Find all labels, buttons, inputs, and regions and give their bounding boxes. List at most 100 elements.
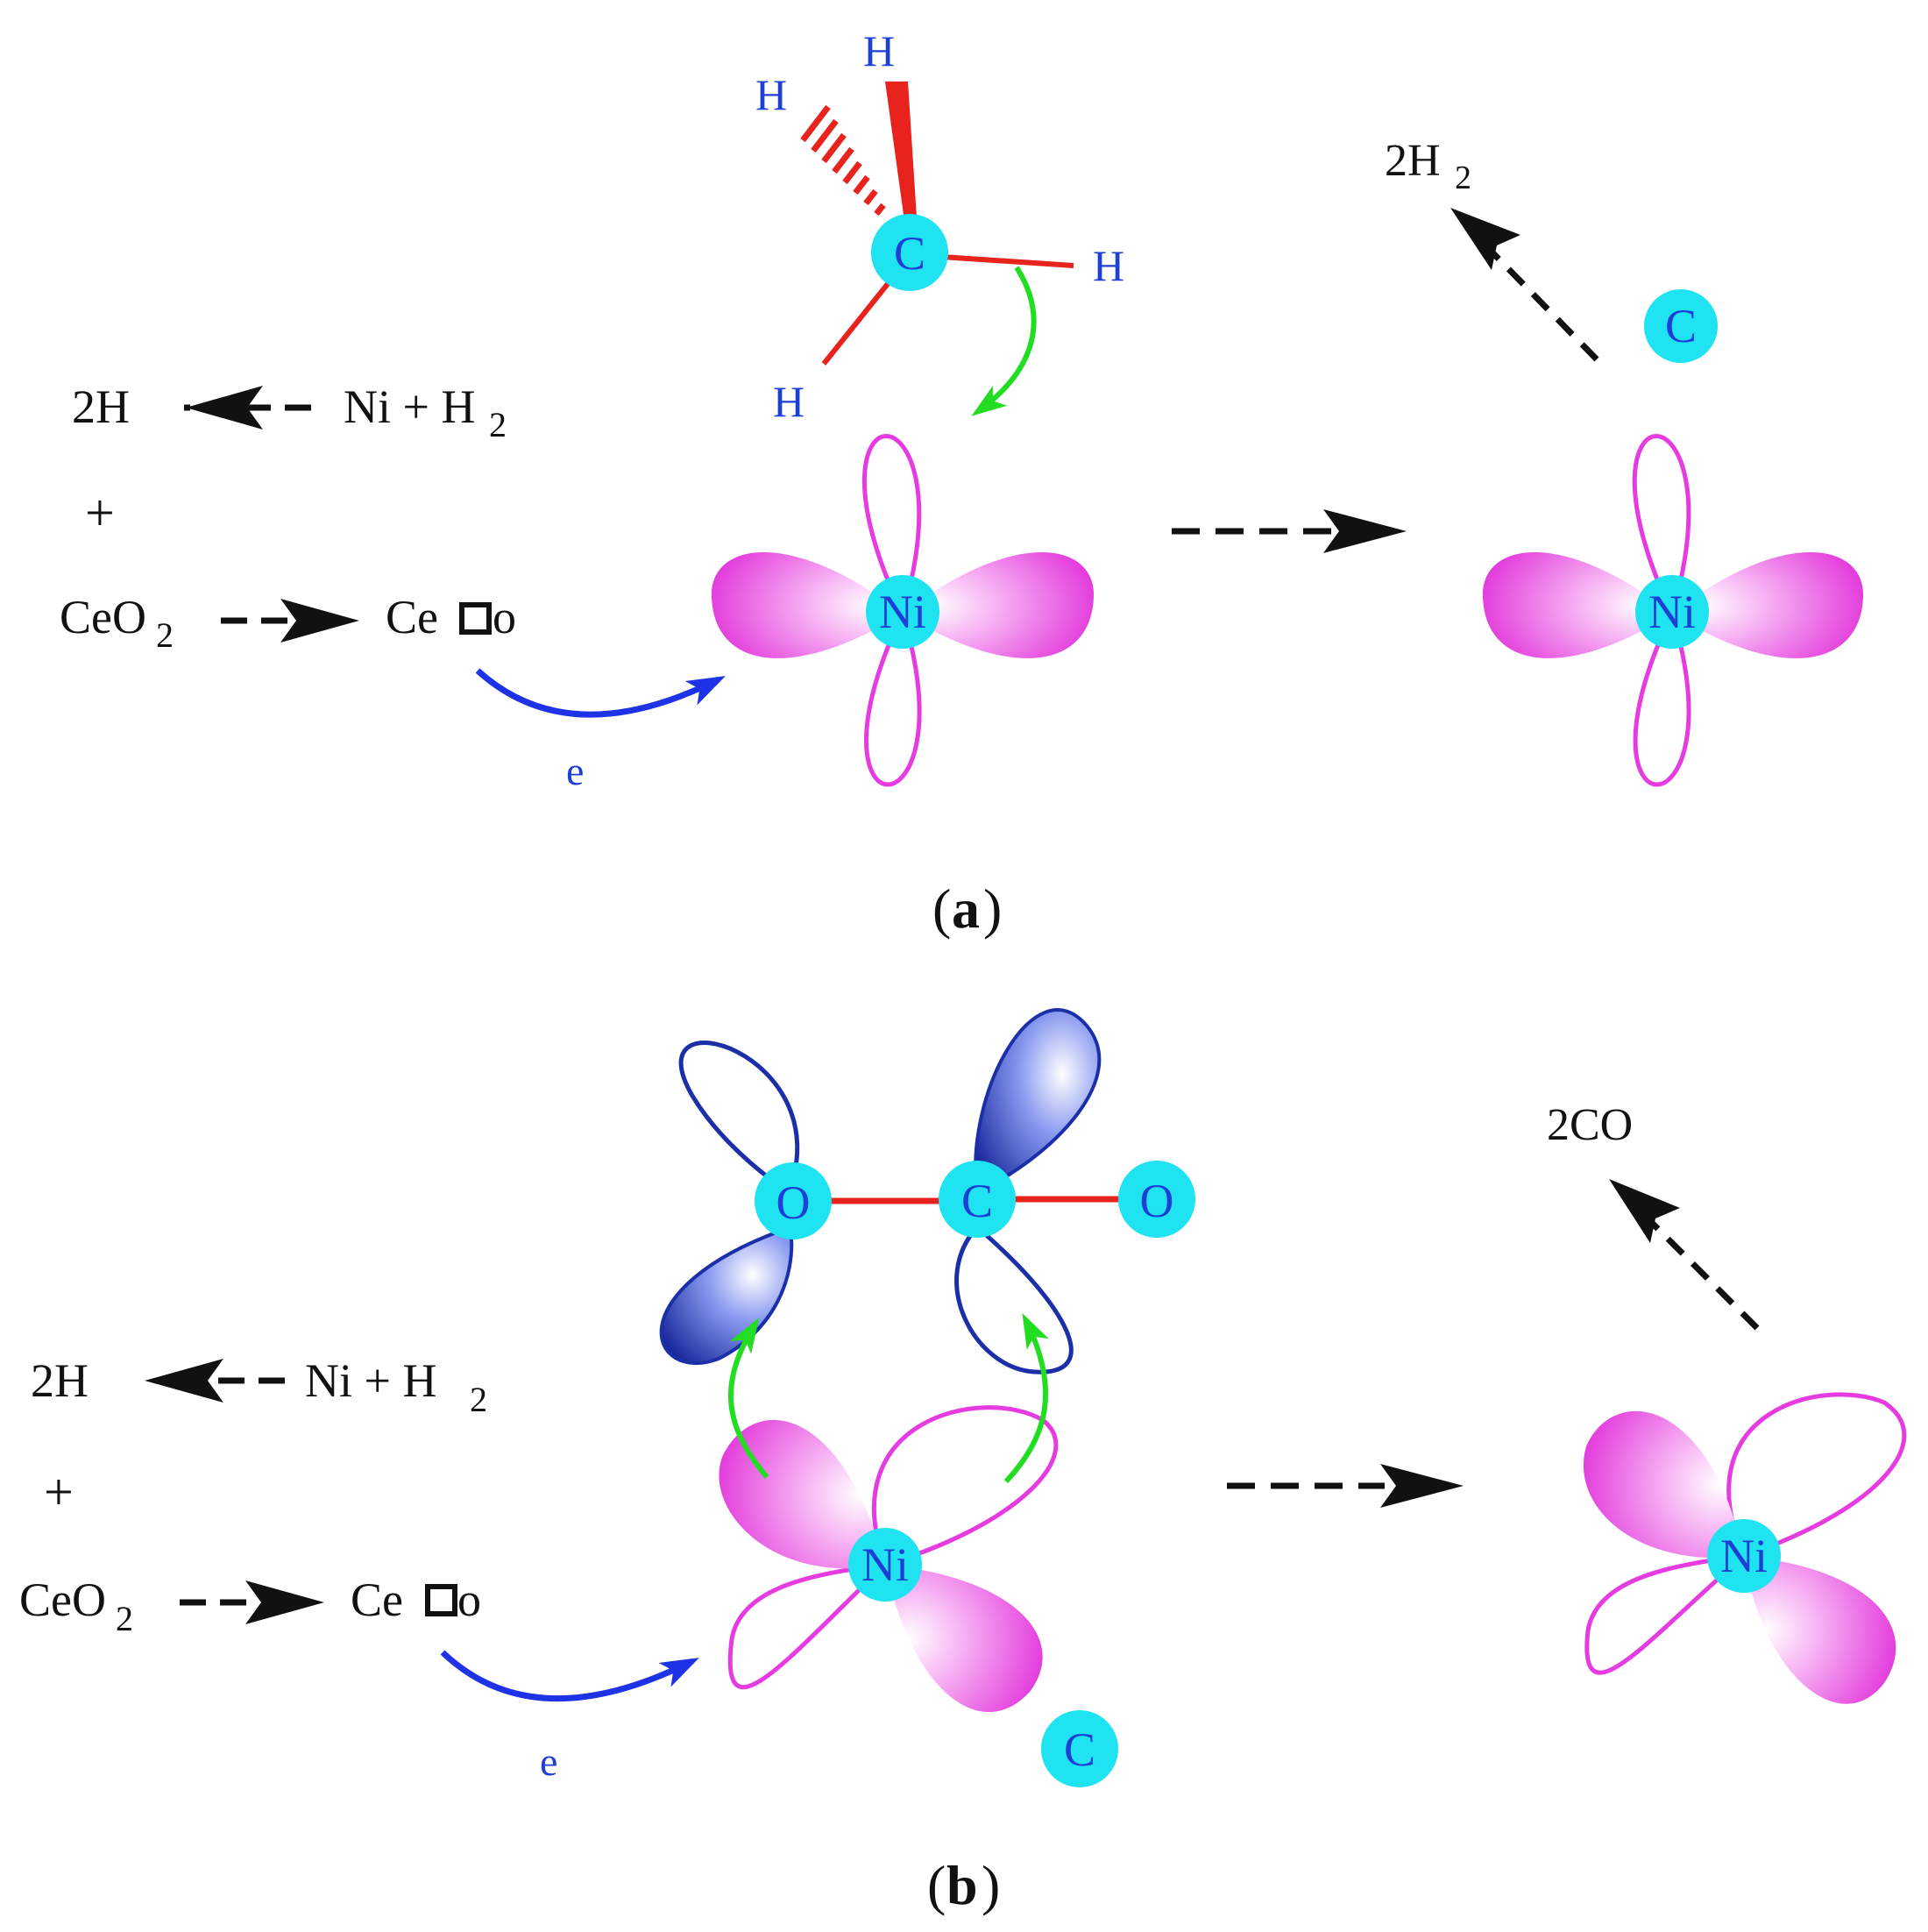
oxygen-vacancy-box	[459, 602, 492, 635]
eq1-right-subscript: 2	[470, 1380, 487, 1419]
ni-d-orbital-b: Ni	[719, 1405, 1059, 1713]
d-lobe-bottom-right	[885, 1565, 1043, 1713]
d-lobe-bottom-left	[1584, 1552, 1751, 1675]
oxygen-left-label: O	[776, 1176, 811, 1229]
electron-label: e	[540, 1739, 557, 1784]
reaction-arrowhead	[1323, 509, 1407, 553]
eq2-left-text: CeO	[19, 1573, 106, 1626]
caption-a: ( a )	[932, 877, 1002, 940]
d-lobe-top	[1632, 434, 1691, 620]
carbon-atom	[939, 1161, 1016, 1238]
carbon-atom	[871, 214, 948, 291]
carbon-deposit-atom	[1644, 289, 1718, 363]
green-arrow-right-back-donation	[1003, 1312, 1049, 1484]
h2-product-label: 2H	[1385, 136, 1441, 186]
eq2-right-text: Ce	[386, 591, 438, 643]
ni-atom	[848, 1528, 922, 1602]
d-lobe-top-left	[1583, 1410, 1744, 1559]
h-bottom-label: H	[773, 377, 805, 426]
d-lobe-bottom	[1633, 607, 1691, 787]
arrowhead-left	[145, 1359, 223, 1403]
d-lobe-top	[861, 434, 922, 620]
h2-release-arrowhead	[1450, 208, 1520, 270]
ni-atom-label: Ni	[879, 586, 926, 638]
eq1-right-text: Ni + H	[344, 380, 475, 433]
d-lobe-top-left	[719, 1419, 885, 1569]
oxygen-left-atom	[755, 1162, 832, 1239]
arrowhead-left	[186, 386, 263, 430]
electron-label: e	[566, 749, 584, 793]
eq2-left-text: CeO	[60, 591, 146, 643]
eq1-left-text: 2H	[72, 380, 130, 433]
hashed-bond	[800, 104, 886, 217]
co-release-arrowhead	[1609, 1179, 1680, 1243]
o-left-p-lobe-top	[678, 1041, 800, 1196]
bond-c-h-right	[941, 254, 1074, 268]
eq1-right-text: Ni + H	[305, 1354, 436, 1407]
caption-close: )	[982, 1854, 1000, 1916]
equation-ni-h2-dissociation: 2H Ni + H 2	[72, 380, 507, 444]
eq2-right-o: o	[457, 1573, 481, 1626]
ni-atom	[866, 575, 939, 649]
d-lobe-bottom-left	[727, 1561, 892, 1690]
arrowhead-right	[245, 1580, 324, 1624]
c-p-lobe-bottom	[954, 1224, 1074, 1374]
carbon-deposit-label: C	[1665, 300, 1697, 352]
green-arrow-ch-activation	[971, 266, 1037, 416]
co-product-label: 2CO	[1547, 1100, 1633, 1150]
electron-transfer-arrow	[475, 668, 726, 718]
co2-molecule: O C O	[755, 1161, 1195, 1239]
d-lobe-top-right	[1726, 1392, 1907, 1559]
d-lobe-right	[903, 552, 1095, 658]
ni-atom-label: Ni	[1648, 586, 1696, 638]
co-release-dashed-arrow	[1649, 1220, 1760, 1331]
equation-ceo2-reduction-b: CeO 2 Ce o	[19, 1573, 481, 1638]
arrowhead-right	[280, 599, 359, 643]
eq2-left-subscript: 2	[156, 615, 174, 655]
eq2-left-subscript: 2	[116, 1599, 133, 1638]
carbon-deposit-atom	[1041, 1710, 1118, 1787]
ni-atom-label: Ni	[861, 1538, 909, 1591]
h2-release-dashed-arrow	[1487, 247, 1599, 362]
green-arrow-left-back-donation	[727, 1318, 769, 1479]
d-lobe-bottom	[864, 607, 922, 787]
equation-ceo2-reduction: CeO 2 Ce o	[60, 591, 516, 655]
h2-product-subscript: 2	[1455, 160, 1471, 196]
equation-ni-h2-dissociation-b: 2H Ni + H 2	[31, 1354, 487, 1419]
eq1-right-subscript: 2	[489, 405, 507, 444]
panel-b: 2H Ni + H 2 + CeO 2 Ce o e	[19, 1008, 1907, 1916]
eq2-right-text: Ce	[351, 1573, 403, 1626]
carbon-deposit-label: C	[1064, 1723, 1095, 1776]
ni-d-orbital-product-a: Ni	[1482, 434, 1864, 787]
eq1-left-text: 2H	[31, 1354, 89, 1407]
wedge-bond	[885, 82, 917, 221]
caption-letter: a	[952, 877, 980, 940]
ni-atom	[1635, 575, 1709, 649]
oxygen-right-label: O	[1140, 1175, 1174, 1227]
ni-atom	[1707, 1519, 1781, 1593]
eq2-right-o: o	[493, 591, 516, 643]
carbon-atom-label: C	[961, 1175, 993, 1227]
ni-d-orbital-a: Ni	[711, 434, 1095, 787]
electron-transfer-arrow	[440, 1650, 699, 1702]
o-left-p-lobe-bottom	[659, 1225, 794, 1365]
caption-close: )	[983, 877, 1002, 940]
co2-p-orbitals	[659, 1008, 1102, 1374]
plus-sign: +	[85, 484, 115, 542]
caption-open: (	[927, 1854, 946, 1916]
h-hashed-label: H	[755, 70, 787, 119]
h-top-label: H	[863, 26, 895, 75]
caption-b: ( b )	[927, 1854, 1000, 1916]
ni-d-orbital-product-b: Ni	[1583, 1392, 1907, 1704]
caption-letter: b	[946, 1854, 978, 1916]
h-right-label: H	[1093, 241, 1124, 290]
carbon-atom-label: C	[894, 227, 925, 280]
panel-a: 2H Ni + H 2 + CeO 2 Ce o e Ni	[60, 26, 1864, 940]
oxygen-vacancy-box	[425, 1584, 457, 1616]
plus-sign: +	[44, 1463, 74, 1521]
d-lobe-bottom-right	[1744, 1556, 1896, 1704]
methane-molecule: C H H H H	[755, 26, 1124, 426]
c-p-lobe-top	[974, 1008, 1102, 1195]
reaction-arrowhead	[1380, 1464, 1464, 1508]
